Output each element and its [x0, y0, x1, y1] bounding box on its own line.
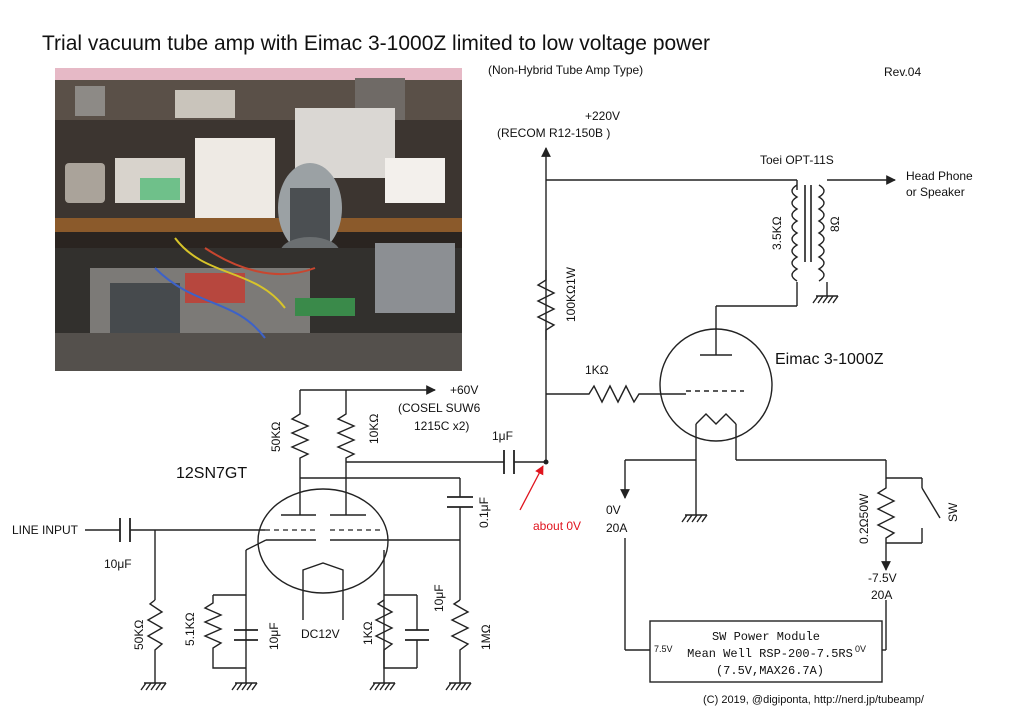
resistor-100k: [536, 270, 556, 340]
power-module-left-terminal: 7.5V: [654, 644, 673, 654]
ground-symbol: [140, 682, 167, 691]
hv-rail-wire: [541, 147, 798, 460]
output-label-line1: Head Phone: [906, 169, 973, 183]
power-module-line1: SW Power Module: [712, 630, 820, 644]
neg-volt-label: -7.5V: [868, 571, 897, 585]
ground-symbol: [812, 295, 839, 304]
page-subtitle: (Non-Hybrid Tube Amp Type): [488, 63, 643, 77]
transformer-primary-label: 3.5KΩ: [770, 216, 784, 250]
resistor-1k-cathode: [374, 599, 417, 669]
filament-wiring: [620, 441, 941, 651]
zero-volt-label: 0V: [606, 503, 621, 517]
hv-voltage-label: +220V: [585, 109, 620, 123]
neg-current-label: 20A: [871, 588, 892, 602]
driver-tube-label: 12SN7GT: [176, 465, 247, 482]
ground-symbol: [445, 682, 472, 691]
capacitor-10uf-cathode2-label: 10μF: [432, 584, 446, 612]
lv-module-label-1: (COSEL SUW6: [398, 401, 481, 415]
junction-dot: [543, 459, 549, 465]
about-0v-arrow: [519, 465, 544, 511]
resistor-100k-label: 100KΩ1W: [564, 266, 578, 322]
resistor-1m-label: 1MΩ: [479, 624, 493, 650]
line-input-label: LINE INPUT: [12, 523, 79, 537]
power-module-line3: (7.5V,MAX26.7A): [716, 664, 824, 678]
transformer-wiring: [715, 175, 896, 355]
resistor-51k-label: 5.1KΩ: [183, 612, 197, 646]
power-module-box: [649, 620, 883, 683]
power-tube-label: Eimac 3-1000Z: [775, 351, 884, 368]
hv-module-label: (RECOM R12-150B ): [497, 126, 610, 140]
resistor-10k-plate-label: 10KΩ: [367, 414, 381, 444]
lv-voltage-label: +60V: [450, 383, 478, 397]
prototype-photo: [55, 68, 462, 371]
power-tube-eimac: [659, 328, 773, 442]
capacitor-10uf-cathode2: [405, 595, 429, 668]
ground-symbol: [231, 682, 258, 691]
lv-rail-wire: [299, 385, 436, 406]
capacitor-01uf-label: 0.1μF: [477, 497, 491, 528]
capacitor-1uf-label: 1μF: [492, 429, 513, 443]
ground-symbol: [681, 514, 708, 523]
output-label-line2: or Speaker: [906, 185, 965, 199]
capacitor-01uf: [447, 496, 473, 508]
transformer-secondary-label: 8Ω: [828, 216, 842, 232]
capacitor-1uf-coupling: [503, 450, 515, 474]
heater-label: DC12V: [301, 627, 340, 641]
resistor-1k-cathode-label: 1KΩ: [361, 621, 375, 645]
output-transformer: [791, 184, 825, 282]
switch-label: SW: [946, 502, 960, 522]
workbench-photo-illustration: [55, 68, 462, 371]
page-title: Trial vacuum tube amp with Eimac 3-1000Z…: [42, 32, 710, 55]
resistor-shunt: [876, 478, 896, 543]
capacitor-10uf-cathode1: [234, 629, 258, 641]
resistor-1k-grid-label: 1KΩ: [585, 363, 609, 377]
zero-current-label: 20A: [606, 521, 627, 535]
lv-module-label-2: 1215C x2): [414, 419, 469, 433]
ground-symbol: [369, 682, 396, 691]
resistor-50k-plate-label: 50KΩ: [269, 422, 283, 452]
copyright: (C) 2019, @digiponta, http://nerd.jp/tub…: [703, 694, 925, 706]
transformer-label: Toei OPT-11S: [760, 153, 834, 167]
power-module-right-terminal: 0V: [855, 644, 866, 654]
capacitor-10uf-cathode1-label: 10μF: [267, 622, 281, 650]
capacitor-10uf-input-label: 10μF: [104, 557, 132, 571]
resistor-50k-input-label: 50KΩ: [132, 620, 146, 650]
about-0v-label: about 0V: [533, 519, 581, 533]
resistor-50k-input: [146, 599, 164, 683]
capacitor-10uf-input: [119, 518, 131, 542]
power-module-line2: Mean Well RSP-200-7.5RS: [687, 647, 853, 661]
resistor-1k-grid: [546, 384, 686, 404]
driver-wiring: [85, 461, 546, 683]
revision-label: Rev.04: [884, 65, 921, 79]
resistor-1m: [450, 599, 470, 683]
driver-tube-12sn7: [245, 488, 389, 620]
resistor-50k-plate: [290, 406, 310, 478]
resistor-51k-cathode: [203, 595, 246, 669]
resistor-shunt-label: 0.2Ω50W: [857, 493, 871, 544]
resistor-10k-plate: [336, 406, 356, 462]
